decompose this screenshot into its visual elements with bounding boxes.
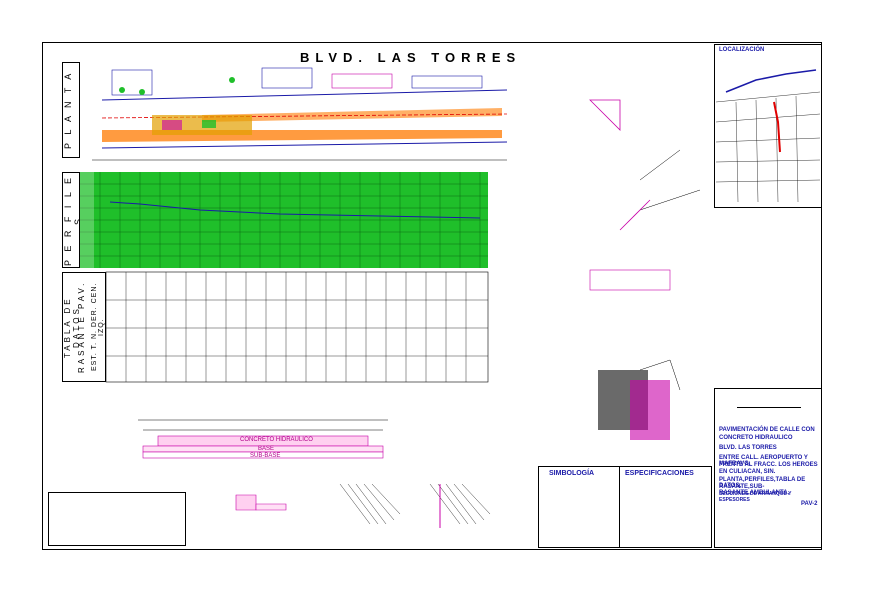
legend-title: SIMBOLOGÍA <box>549 470 595 477</box>
sheet-number: PAV-2 <box>801 501 818 507</box>
sheet-desc-1: PLANTA,PERFILES,TABLA DE DATOS, <box>719 477 806 489</box>
location-label: LOCALIZACIÓN <box>719 47 765 53</box>
hatch-detail <box>339 483 491 528</box>
specs-title: ESPECIFICACIONES <box>625 470 694 477</box>
plan-label: P L A N T A <box>63 70 73 150</box>
data-table-label-3: EST. T. N. DER. CEN. IZQ. <box>91 282 105 372</box>
section-subbase-label: SUB-BASE <box>250 453 281 459</box>
sheet-desc-2: RASANTE,SUB-RASANTE,AMBULANTA, <box>719 484 790 496</box>
city: EN CULIACAN, SIN. <box>719 469 776 475</box>
plan-view <box>92 67 508 161</box>
title-block-rule <box>737 407 801 408</box>
curb-detail <box>235 494 287 511</box>
project-line-1: PAVIMENTACIÓN DE CALLE CON <box>719 427 815 433</box>
profile-grid <box>80 172 488 268</box>
sheet-desc-3: SECCIONES DE ARRANQUE Y ESPESORES <box>719 491 792 503</box>
detail-drawings <box>589 99 701 440</box>
location-map <box>715 69 821 203</box>
notes-box <box>48 492 186 546</box>
data-table-label-1: TABLA DE DATOS <box>63 296 81 358</box>
street-name: BLVD. LAS TORRES <box>719 445 777 451</box>
profiles-label: P E R F I L E S <box>63 174 83 266</box>
location-box: LOCALIZACIÓN <box>714 44 822 208</box>
typical-section <box>138 419 388 459</box>
data-table-label-box: TABLA DE DATOS RASANTE PAV. EST. T. N. D… <box>62 272 106 382</box>
title-block: PAVIMENTACIÓN DE CALLE CON CONCRETO HIDR… <box>714 388 822 548</box>
drawing-frame <box>42 42 822 550</box>
section-base-label: BASE <box>258 446 275 452</box>
plan-label-box: P L A N T A <box>62 62 80 158</box>
section-concrete-label: CONCRETO HIDRAULICO <box>240 437 313 443</box>
project-line-2: CONCRETO HIDRAULICO <box>719 435 793 441</box>
front-of: FRENTE AL FRACC. LOS HEROES <box>719 462 818 468</box>
drawing-title: BLVD. LAS TORRES <box>300 50 522 65</box>
profiles-label-box: P E R F I L E S <box>62 172 83 268</box>
data-table-grid <box>105 271 489 383</box>
between-streets: ENTRE CALL. AEROPUERTO Y MAFRAVG. <box>719 455 808 467</box>
data-table-label-2: RASANTE PAV. <box>77 280 86 374</box>
legend-specs-box: SIMBOLOGÍA ESPECIFICACIONES <box>538 466 712 548</box>
legend-divider <box>619 467 620 547</box>
